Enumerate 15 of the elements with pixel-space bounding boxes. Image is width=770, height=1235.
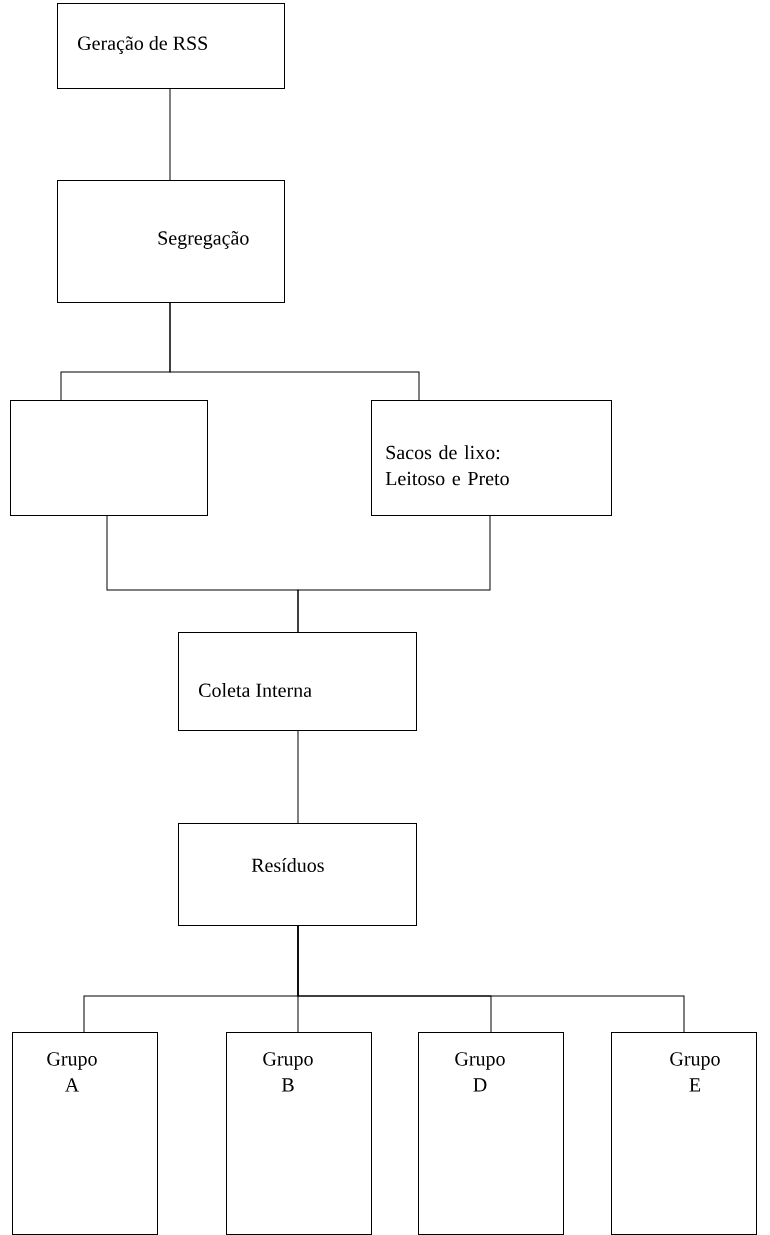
connector-line [169, 88, 171, 181]
connector-line [297, 925, 685, 1033]
process-box: Grupo A [12, 1032, 158, 1235]
process-box: Sacos de lixo: Leitoso e Preto [371, 400, 612, 516]
empty-box [10, 400, 208, 516]
process-box: Segregação [57, 180, 285, 303]
process-box: Geração de RSS [57, 3, 285, 89]
connector-line [169, 302, 420, 401]
process-box: Grupo E [611, 1032, 757, 1235]
connector-line [297, 515, 491, 633]
process-box: Grupo B [226, 1032, 372, 1235]
process-box: Grupo D [418, 1032, 564, 1235]
connector-line [297, 730, 299, 824]
process-box: Coleta Interna [178, 632, 417, 731]
process-box: Resíduos [178, 823, 417, 926]
